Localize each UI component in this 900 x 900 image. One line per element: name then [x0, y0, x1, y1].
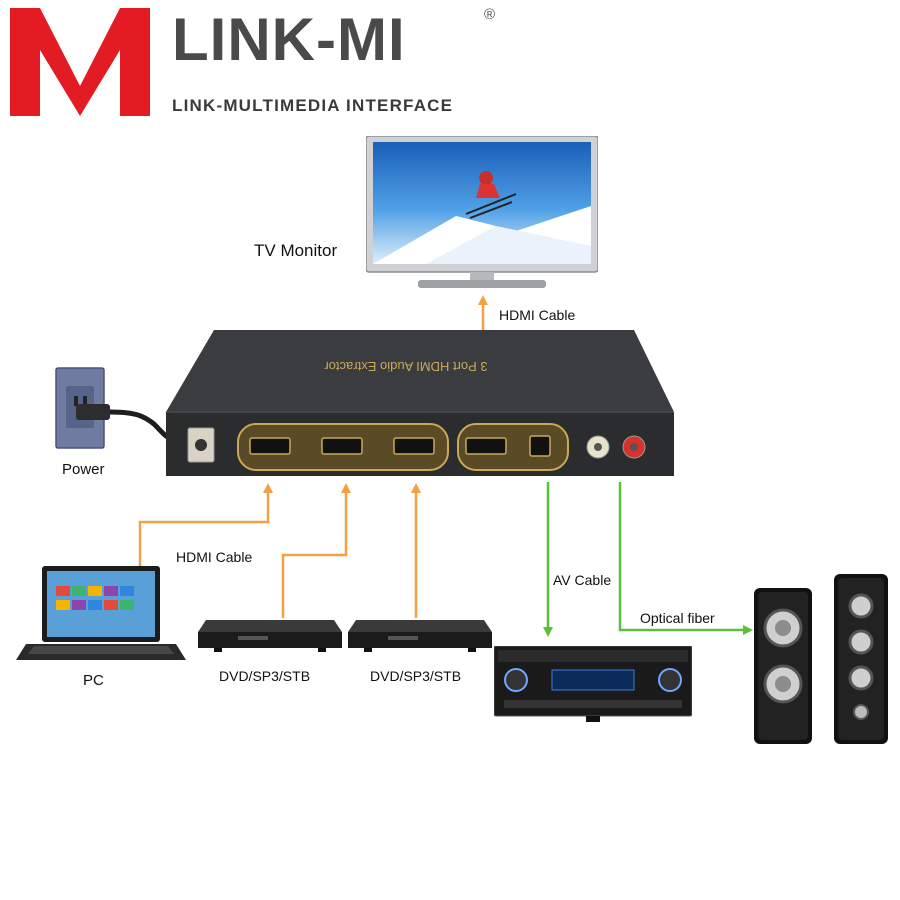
dvd-player-icon — [348, 620, 492, 652]
logo-mark-icon — [10, 8, 150, 116]
optical-fiber-label: Optical fiber — [640, 610, 715, 626]
extractor-box-icon: 3 Port HDMI Audio Extractor — [166, 330, 674, 476]
hdmi-cable-dvd1 — [281, 483, 351, 618]
power-label: Power — [62, 461, 105, 478]
wall-outlet-icon — [55, 367, 175, 449]
speaker-icon — [834, 574, 888, 744]
pc-label: PC — [83, 672, 104, 689]
brand-tagline: LINK-MULTIMEDIA INTERFACE — [172, 96, 454, 115]
optical-fiber-cable — [618, 482, 753, 635]
dvd-1-label: DVD/SP3/STB — [219, 668, 311, 684]
av-cable-label: AV Cable — [553, 572, 612, 588]
hdmi-cable-pc — [138, 483, 273, 568]
laptop-icon — [16, 566, 186, 660]
brand-name: LINK-MI — [172, 6, 406, 73]
tv-icon — [366, 136, 598, 288]
speaker-icon — [754, 588, 812, 744]
amplifier-icon — [494, 646, 692, 722]
dvd-player-icon — [198, 620, 342, 652]
hdmi-cable-top-label: HDMI Cable — [499, 307, 576, 323]
registered-mark: ® — [484, 6, 496, 23]
tv-monitor-label: TV Monitor — [254, 241, 338, 260]
svg-text:3 Port HDMI Audio Extractor: 3 Port HDMI Audio Extractor — [324, 359, 488, 374]
hdmi-cable-left-label: HDMI Cable — [176, 549, 253, 565]
dvd-2-label: DVD/SP3/STB — [370, 668, 462, 684]
